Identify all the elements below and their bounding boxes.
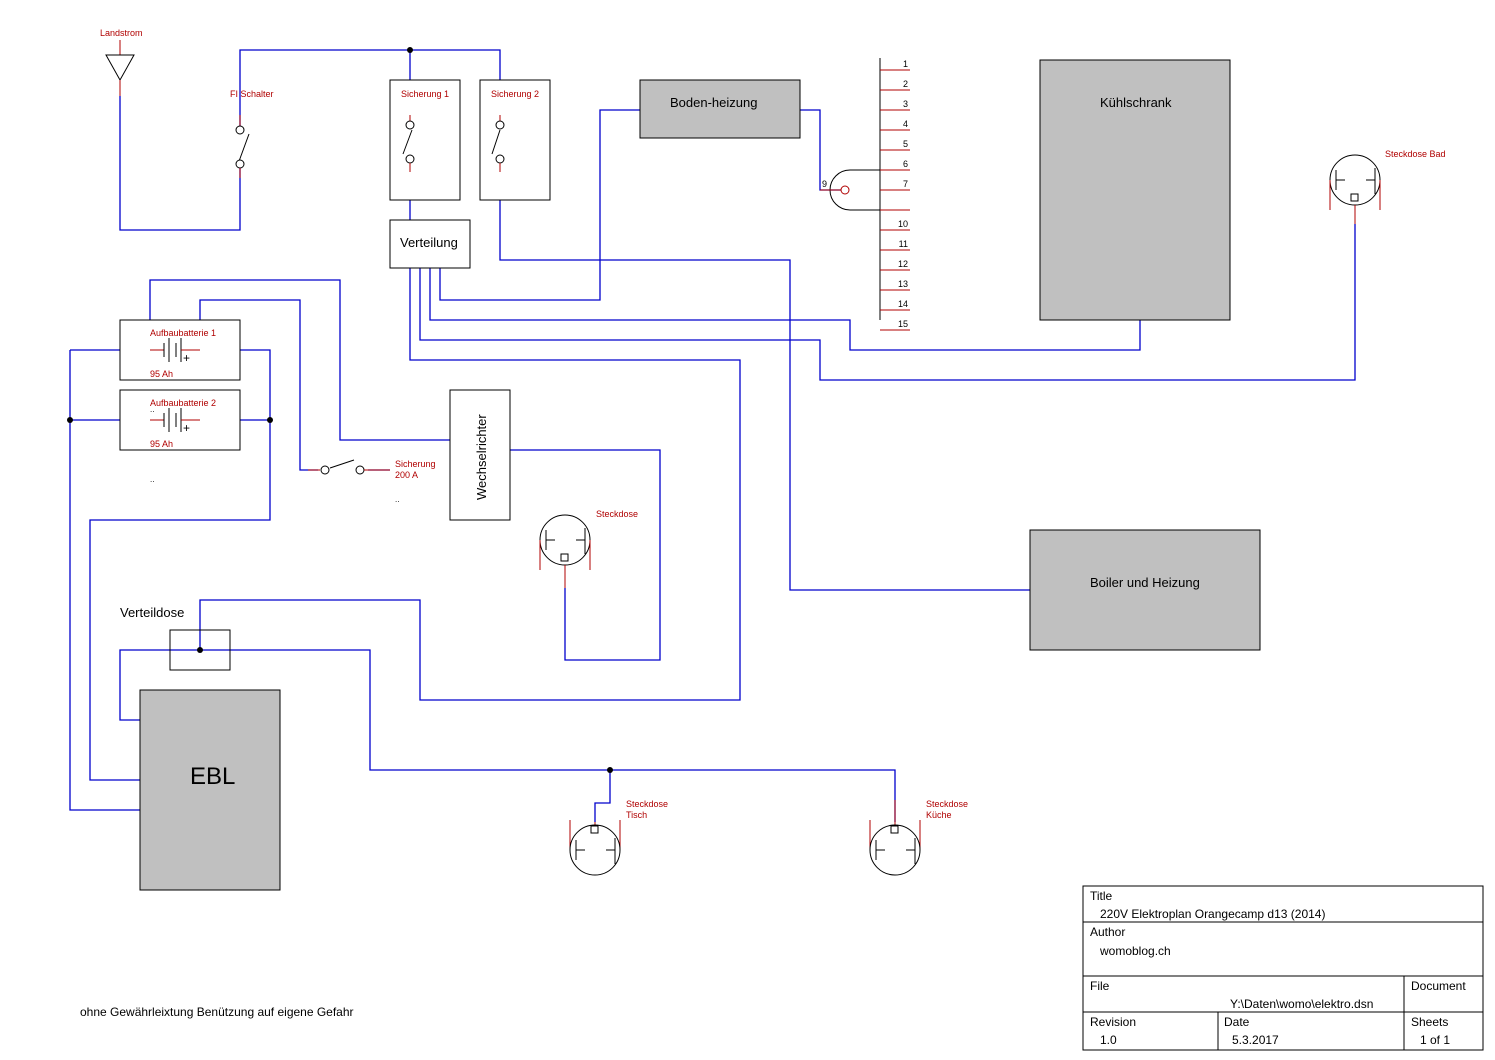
battery-2-plus: +	[183, 421, 190, 435]
disclaimer-text: ohne Gewährleixtung Benützung auf eigene…	[80, 1005, 354, 1019]
steckdose-tisch-socket-icon	[569, 820, 621, 876]
connector-pin-label: 5	[903, 139, 908, 149]
date-value: 5.3.2017	[1232, 1033, 1279, 1047]
connector-pin-label: 4	[903, 119, 908, 129]
aufbaubatterie-2-label: Aufbaubatterie 2	[150, 398, 216, 408]
ebl-label: EBL	[190, 763, 235, 790]
steckdose-tisch-label-1: Steckdose	[626, 799, 668, 809]
date-label: Date	[1224, 1015, 1250, 1029]
bodenheizung-label: Boden-heizung	[670, 95, 757, 110]
wechselrichter-box	[449, 389, 511, 521]
author-value: womoblog.ch	[1099, 944, 1171, 958]
sicherung-200a-switch-icon	[308, 459, 390, 475]
title-value: 220V Elektroplan Orangecamp d13 (2014)	[1100, 907, 1325, 921]
connector-pin-label: 2	[903, 79, 908, 89]
battery-2-dots: ..	[150, 405, 154, 414]
ebl-box	[139, 689, 281, 891]
sicherung-1-switch-icon	[402, 115, 415, 172]
verteildose-box	[169, 629, 231, 671]
steckdose-label: Steckdose	[596, 509, 638, 519]
steckdose-kueche-socket-icon	[869, 800, 921, 876]
landstrom-antenna-icon	[105, 40, 135, 96]
wechselrichter-label: Wechselrichter	[474, 414, 489, 500]
kuehlschrank-box	[1039, 59, 1231, 321]
author-label: Author	[1090, 925, 1125, 939]
aufbaubatterie-1-label: Aufbaubatterie 1	[150, 328, 216, 338]
steckdose-bad-socket-icon	[1329, 154, 1381, 224]
sicherung-2-switch-icon	[491, 115, 505, 172]
sheets-value: 1 of 1	[1420, 1033, 1450, 1047]
landstrom-label: Landstrom	[100, 28, 143, 38]
fi-switch-label: FI Schalter	[230, 89, 274, 99]
sicherung-200a-dots: ..	[395, 495, 399, 504]
sicherung-200a-value: 200 A	[395, 470, 418, 480]
aufbaubatterie-2-box	[119, 389, 241, 451]
title-block	[1082, 885, 1484, 1051]
file-label: File	[1090, 979, 1110, 993]
battery-1-capacity: 95 Ah	[150, 369, 173, 379]
connector-pin-label: 1	[903, 59, 908, 69]
connector-pin-label: 15	[898, 319, 908, 329]
fi-switch-icon	[235, 115, 250, 178]
steckdose-kueche-label-1: Steckdose	[926, 799, 968, 809]
battery-2-icon	[150, 408, 200, 432]
connector-pin-9-label: 9	[822, 179, 827, 189]
verteilung-label: Verteilung	[400, 235, 458, 250]
sicherung-2-box	[479, 79, 551, 201]
verteilung-box	[389, 219, 471, 269]
revision-value: 1.0	[1100, 1033, 1117, 1047]
connector-pin-label: 14	[898, 299, 908, 309]
steckdose-bad-label: Steckdose Bad	[1385, 149, 1446, 159]
steckdose-tisch-label-2: Tisch	[626, 810, 647, 820]
sicherung-200a-label: Sicherung	[395, 459, 436, 469]
battery-dots: ..	[150, 475, 154, 484]
steckdose-kueche-label-2: Küche	[926, 810, 952, 820]
sicherung-1-label: Sicherung 1	[401, 89, 449, 99]
steckdose-socket-icon	[539, 514, 591, 588]
connector-pin-label: 7	[903, 179, 908, 189]
document-label: Document	[1411, 979, 1466, 993]
connector-pin-label: 12	[898, 259, 908, 269]
connector-pin-label: 3	[903, 99, 908, 109]
boiler-label: Boiler und Heizung	[1090, 575, 1200, 590]
aufbaubatterie-1-box	[119, 319, 241, 381]
battery-2-capacity: 95 Ah	[150, 439, 173, 449]
sicherung-1-box	[389, 79, 461, 201]
connector-pin-label: 10	[898, 219, 908, 229]
bodenheizung-box	[639, 79, 801, 139]
connector-pin-label: 6	[903, 159, 908, 169]
battery-1-icon	[150, 338, 200, 362]
battery-1-plus: +	[183, 351, 190, 365]
sheets-label: Sheets	[1411, 1015, 1448, 1029]
connector-pin-label: 13	[898, 279, 908, 289]
kuehlschrank-label: Kühlschrank	[1100, 95, 1172, 110]
sicherung-2-label: Sicherung 2	[491, 89, 539, 99]
revision-label: Revision	[1090, 1015, 1136, 1029]
title-label: Title	[1090, 889, 1113, 903]
file-value: Y:\Daten\womo\elektro.dsn	[1230, 997, 1373, 1011]
connector-pin-label: 11	[899, 239, 908, 249]
verteildose-label: Verteildose	[120, 605, 184, 620]
boiler-box	[1029, 529, 1261, 651]
